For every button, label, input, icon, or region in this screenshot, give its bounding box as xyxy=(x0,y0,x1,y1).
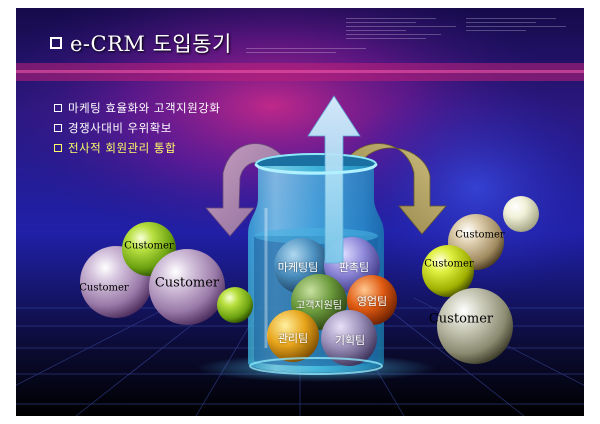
right-sphere-cream xyxy=(503,196,539,232)
jar-ball-label: 영업팀 xyxy=(356,295,388,308)
slide-title: e-CRM 도입동기 xyxy=(50,28,232,58)
customer-label: Customer xyxy=(428,311,494,327)
customer-label: Customer xyxy=(424,258,474,270)
jar-ball-label: 판촉팀 xyxy=(338,261,370,274)
square-bullet-icon xyxy=(54,144,62,152)
jar-ball-planning xyxy=(321,310,377,366)
slide-background xyxy=(16,8,584,416)
left-sphere-lime xyxy=(217,287,253,323)
up-arrow xyxy=(307,95,361,264)
right-sphere-lime xyxy=(422,245,474,297)
jar-ball-label: 관리팀 xyxy=(277,332,309,345)
jar-ball-label: 마케팅팀 xyxy=(277,261,319,274)
customer-label: Customer xyxy=(124,240,174,252)
customer-label: Customer xyxy=(455,229,505,241)
slide-title-text: e-CRM 도입동기 xyxy=(70,32,232,56)
square-bullet-icon xyxy=(54,124,62,132)
bullet-list: 마케팅 효율화와 고객지원강화 경쟁사대비 우위확보 전사적 회원관리 통합 xyxy=(54,98,220,158)
left-sphere-purple-large xyxy=(149,249,225,325)
jar-ball-admin xyxy=(267,310,319,362)
slide: e-CRM 도입동기 마케팅 효율화와 고객지원강화 경쟁사대비 우위확보 전사… xyxy=(16,8,584,416)
bullet-item: 마케팅 효율화와 고객지원강화 xyxy=(54,98,220,118)
jar-ball-label: 기획팀 xyxy=(334,334,366,347)
customer-label: Customer xyxy=(79,282,129,294)
square-bullet-icon xyxy=(54,104,62,112)
bullet-text: 전사적 회원관리 통합 xyxy=(68,141,177,155)
jar-ball-label: 고객지원팀 xyxy=(296,300,342,312)
bullet-item: 전사적 회원관리 통합 xyxy=(54,138,220,158)
right-sphere-gray-large xyxy=(437,288,513,364)
title-checkbox-icon xyxy=(50,37,62,49)
bullet-text: 경쟁사대비 우위확보 xyxy=(68,121,172,135)
bullet-item: 경쟁사대비 우위확보 xyxy=(54,118,220,138)
right-curved-arrow xyxy=(347,143,447,235)
bullet-text: 마케팅 효율화와 고객지원강화 xyxy=(68,101,221,115)
customer-label: Customer xyxy=(154,275,220,291)
